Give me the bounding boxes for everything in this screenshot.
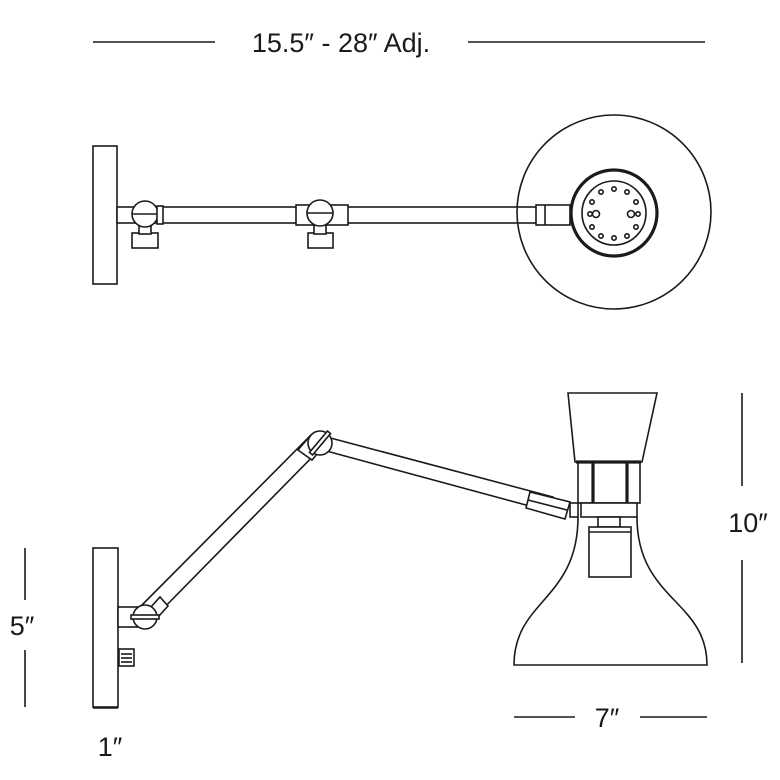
shade-width-dimension: 7″ (514, 703, 707, 733)
lower-shade (513, 516, 708, 666)
width-label: 15.5″ - 28″ Adj. (252, 28, 430, 58)
vent-holes (586, 186, 641, 242)
side-view (92, 392, 708, 708)
clamp-1 (131, 232, 159, 249)
shade-outline-top (516, 114, 712, 310)
upper-shade (567, 392, 658, 463)
backplate-side (92, 547, 119, 708)
connector-top (535, 204, 571, 226)
backplate-height-dimension: 5″ (10, 548, 35, 707)
backplate-top (92, 145, 118, 285)
clamp-2 (307, 232, 334, 249)
socket-side (588, 526, 632, 578)
lower-arm (139, 433, 325, 621)
height-label: 10″ (728, 508, 768, 538)
backplate-depth-dimension: 1″ (93, 707, 123, 762)
socket-top (569, 168, 659, 258)
shade-band (580, 502, 638, 518)
shade-width-label: 7″ (595, 703, 620, 733)
backplate-depth-label: 1″ (98, 732, 123, 762)
top-view (92, 114, 712, 310)
height-dimension: 10″ (728, 393, 768, 663)
upper-arm (317, 435, 555, 512)
backplate-height-label: 5″ (10, 611, 35, 641)
width-dimension: 15.5″ - 28″ Adj. (93, 28, 705, 58)
